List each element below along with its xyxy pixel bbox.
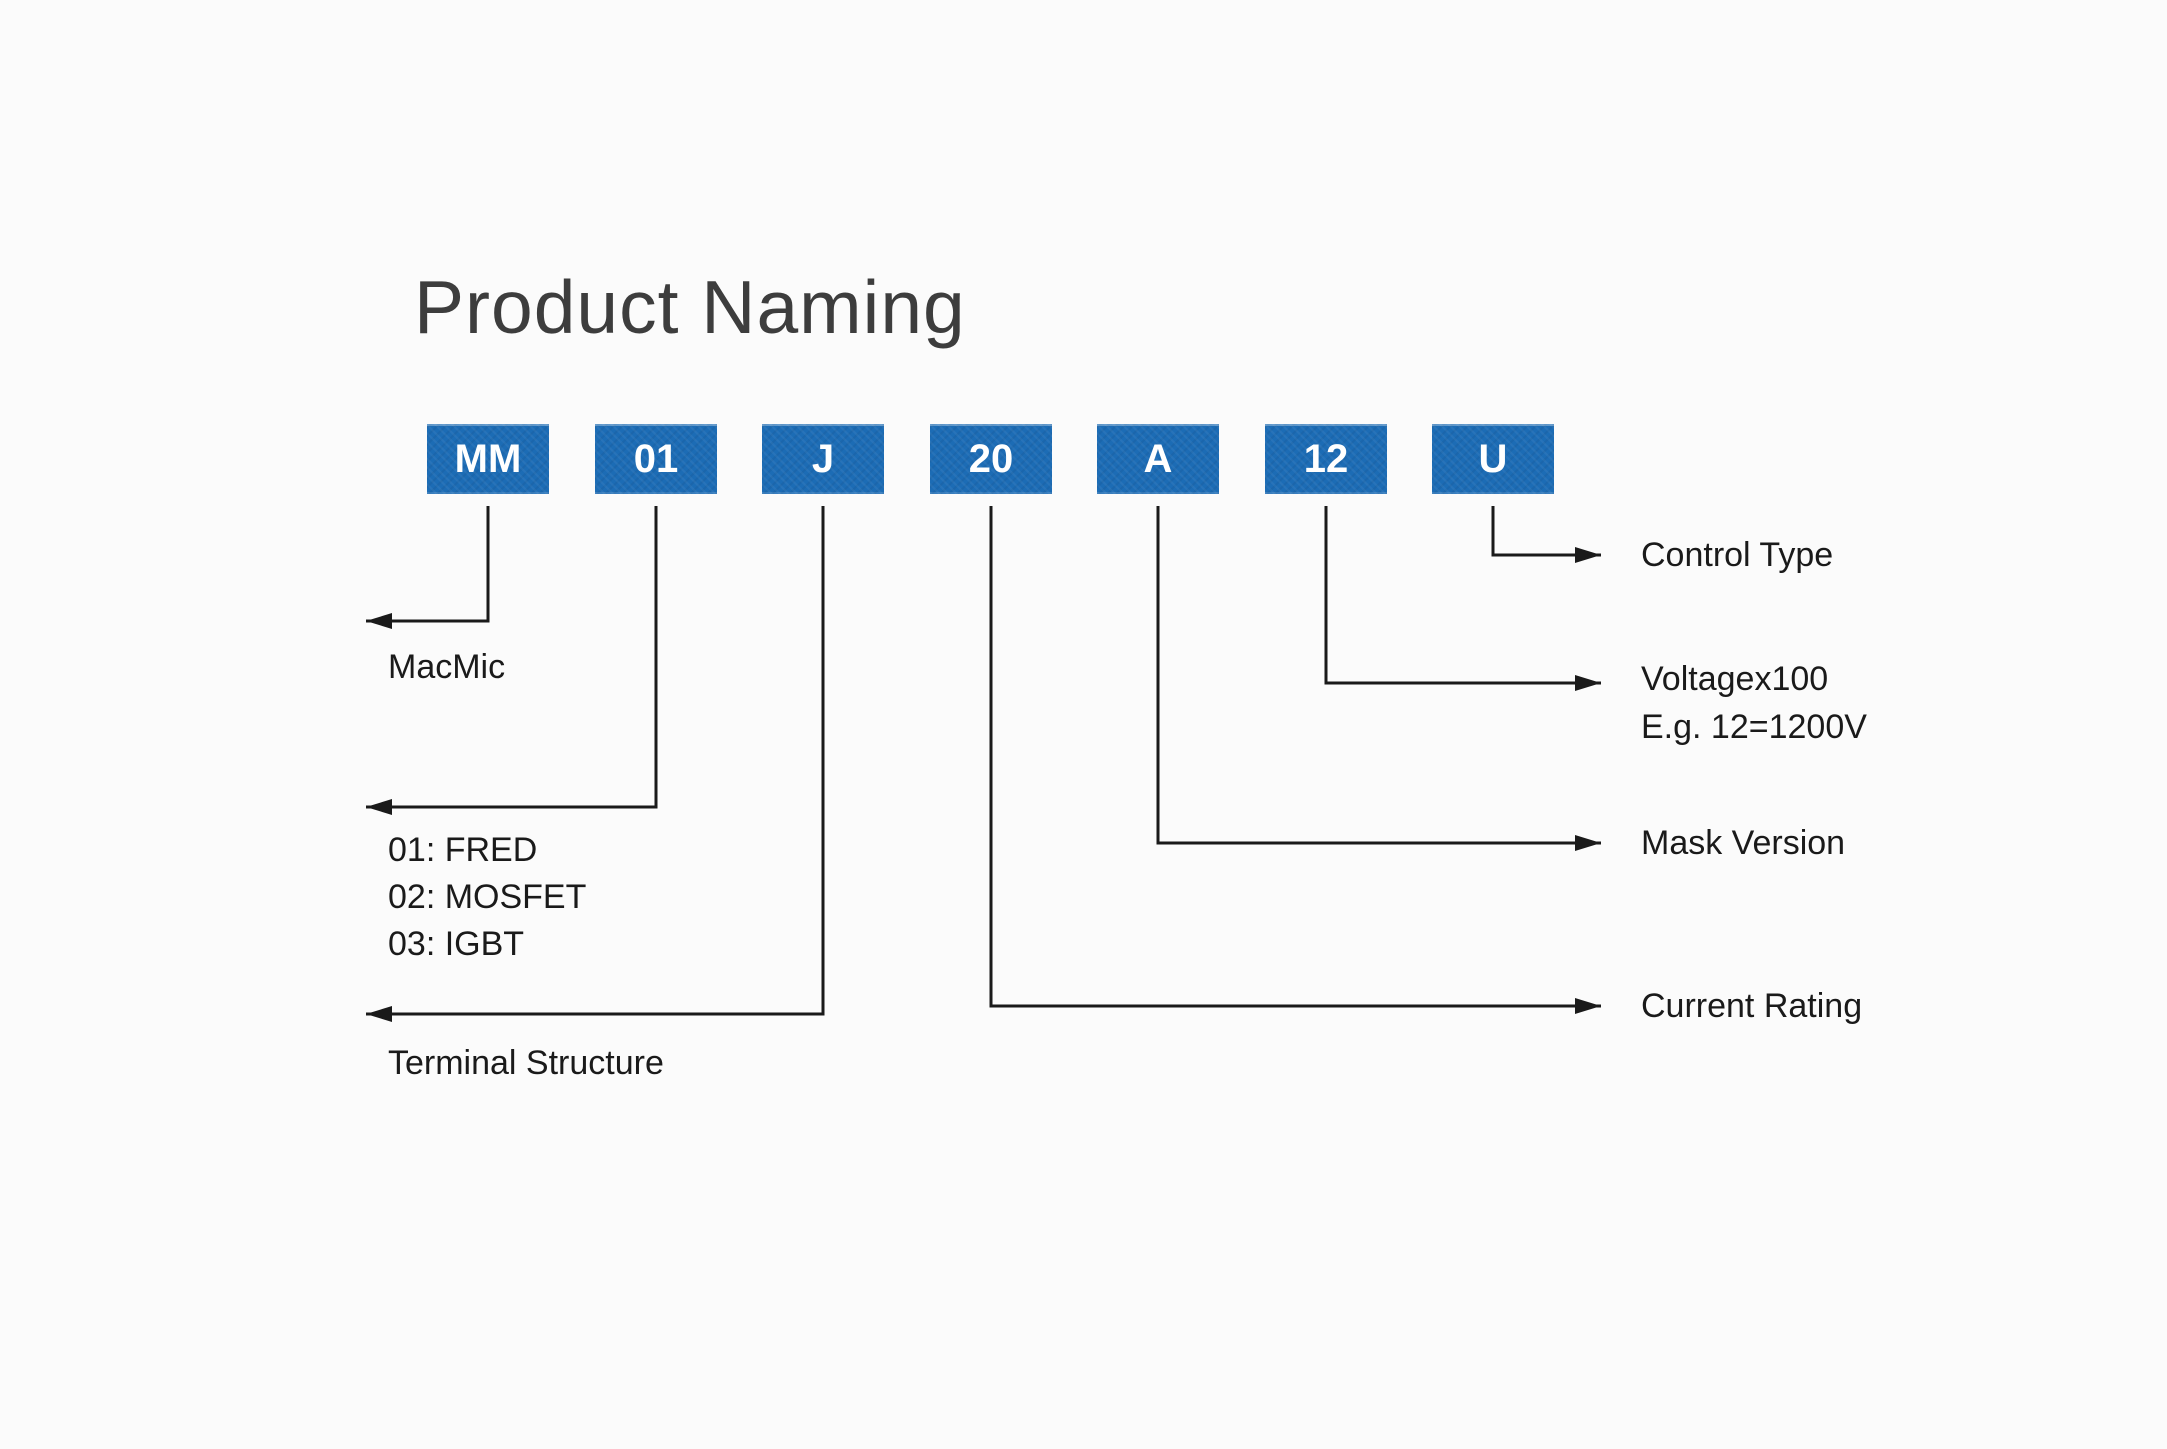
callout-line: Terminal Structure [388, 1044, 664, 1082]
callout-line: 03: IGBT [388, 925, 525, 963]
callout-voltage: Voltagex100 E.g. 12=1200V [1641, 655, 1867, 751]
callout-line: 01: FRED [388, 831, 538, 869]
code-segment-u: U [1432, 424, 1554, 494]
callout-line: MacMic [388, 648, 506, 686]
callout-line: 02: MOSFET [388, 878, 587, 916]
connector-mm [366, 506, 490, 629]
connector-j [366, 506, 825, 1022]
code-segment-12: 12 [1265, 424, 1387, 494]
callout-current-rating: Current Rating [1641, 982, 1862, 1030]
code-segment-01: 01 [595, 424, 717, 494]
callout-control-type: Control Type [1641, 531, 1833, 579]
code-segment-mm: MM [427, 424, 549, 494]
callout-macmic: MacMic [388, 643, 505, 691]
connector-12 [1324, 506, 1601, 691]
code-segment-a: A [1097, 424, 1219, 494]
callout-line: Control Type [1641, 536, 1834, 574]
callout-line: E.g. 12=1200V [1641, 708, 1867, 746]
callout-mask-version: Mask Version [1641, 819, 1845, 867]
code-segment-20: 20 [930, 424, 1052, 494]
page-title: Product Naming [414, 265, 966, 349]
connector-20 [989, 506, 1601, 1014]
callout-terminal-structure: Terminal Structure [388, 1039, 664, 1087]
callout-line: Mask Version [1641, 824, 1846, 862]
connector-u [1491, 506, 1601, 563]
callout-device-types: 01: FRED 02: MOSFET 03: IGBT [388, 827, 586, 968]
code-segment-j: J [762, 424, 884, 494]
connector-a [1156, 506, 1601, 851]
connector-01 [366, 506, 658, 815]
callout-line: Voltagex100 [1641, 660, 1829, 698]
callout-line: Current Rating [1641, 987, 1863, 1025]
